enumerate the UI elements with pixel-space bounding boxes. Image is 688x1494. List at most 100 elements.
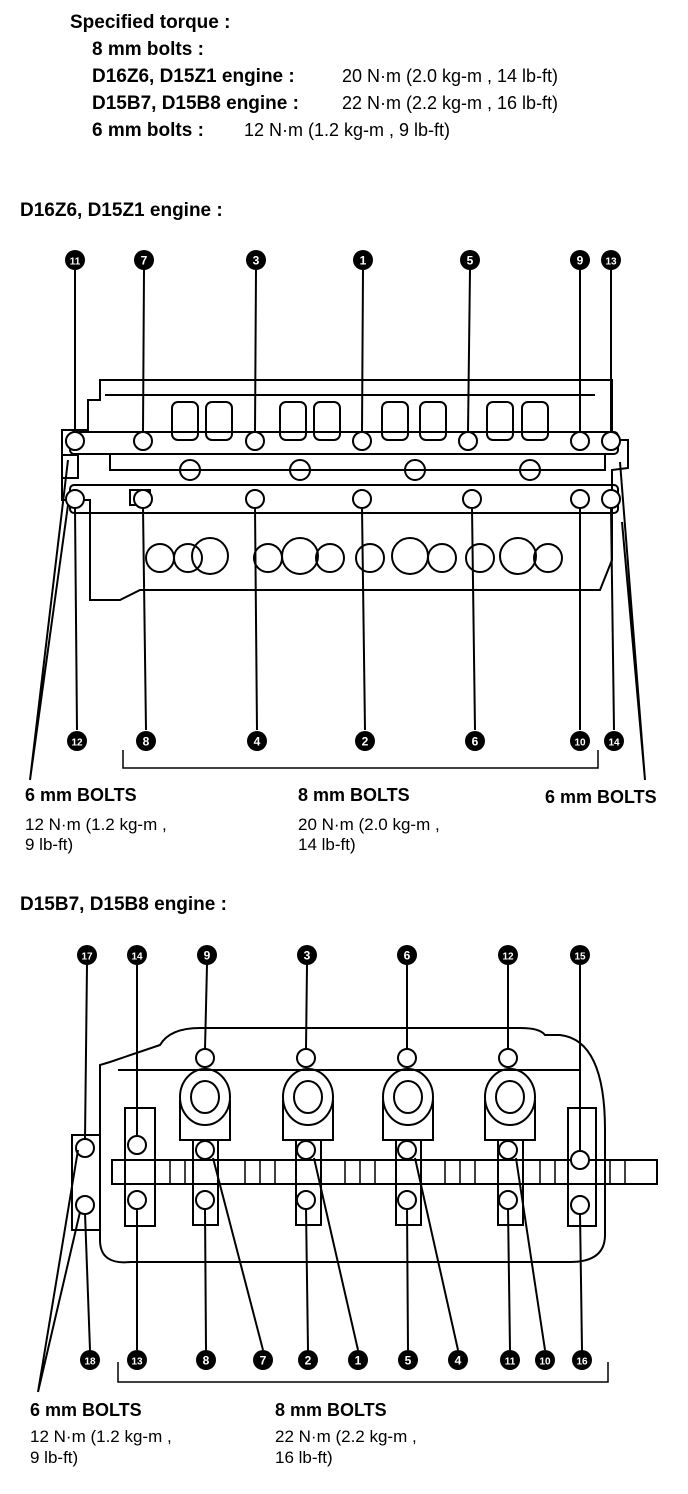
bolt-head bbox=[570, 1195, 590, 1215]
section1-bottom-bolts bbox=[65, 489, 621, 509]
bolt-head bbox=[570, 1150, 590, 1170]
section1-right-6mm-label: 6 mm BOLTS bbox=[545, 787, 657, 807]
svg-text:2: 2 bbox=[305, 1354, 312, 1368]
callout-bottom-10: 10 bbox=[570, 731, 590, 751]
svg-text:10: 10 bbox=[539, 1357, 551, 1368]
svg-text:5: 5 bbox=[405, 1354, 412, 1368]
callout-top-1: 1 bbox=[353, 250, 373, 270]
leader-line bbox=[515, 1157, 546, 1351]
camshaft-assembly-illustration bbox=[71, 1027, 658, 1264]
svg-text:9: 9 bbox=[204, 949, 211, 963]
spec-d15b-engine-label: D15B7, D15B8 engine : bbox=[92, 93, 299, 114]
callout-top-13: 13 bbox=[601, 250, 621, 270]
leader-line bbox=[467, 269, 471, 433]
svg-text:13: 13 bbox=[131, 1357, 143, 1368]
bolt-head bbox=[296, 1048, 316, 1068]
spec-heading: Specified torque : bbox=[70, 12, 231, 33]
section1-right-6mm-arrows bbox=[619, 461, 646, 781]
callout-top-9: 9 bbox=[570, 250, 590, 270]
callout-bottom-1: 1 bbox=[348, 1350, 368, 1370]
svg-text:3: 3 bbox=[253, 254, 260, 268]
callout-bottom-2: 2 bbox=[298, 1350, 318, 1370]
svg-text:7: 7 bbox=[260, 1354, 267, 1368]
bolt-head bbox=[397, 1048, 417, 1068]
section1-left-6mm-arrows bbox=[29, 459, 69, 781]
callout-bottom-13: 13 bbox=[127, 1350, 147, 1370]
leader-line bbox=[84, 1212, 91, 1351]
callout-bottom-6: 6 bbox=[465, 731, 485, 751]
leader-line bbox=[74, 507, 78, 731]
leader-line bbox=[610, 507, 615, 731]
svg-text:13: 13 bbox=[605, 257, 617, 268]
section2-leader-lines bbox=[84, 964, 583, 1351]
leader-line bbox=[471, 507, 476, 731]
bolt-head bbox=[195, 1048, 215, 1068]
callout-bottom-8: 8 bbox=[196, 1350, 216, 1370]
spec-8mm-heading: 8 mm bolts : bbox=[92, 39, 204, 60]
callout-top-11: 11 bbox=[65, 250, 85, 270]
leader-line bbox=[84, 964, 88, 1140]
callout-top-17: 17 bbox=[77, 945, 97, 965]
callout-bottom-12: 12 bbox=[67, 731, 87, 751]
callout-bottom-16: 16 bbox=[572, 1350, 592, 1370]
section1-8mm-label: 8 mm BOLTS bbox=[298, 785, 410, 805]
bolt-head bbox=[127, 1135, 147, 1155]
callout-top-5: 5 bbox=[460, 250, 480, 270]
svg-text:11: 11 bbox=[505, 1357, 516, 1368]
bolt-head bbox=[498, 1048, 518, 1068]
section1-8mm-bracket bbox=[122, 750, 599, 769]
callout-top-14: 14 bbox=[127, 945, 147, 965]
svg-text:8: 8 bbox=[143, 735, 150, 749]
svg-text:18: 18 bbox=[84, 1357, 96, 1368]
callout-bottom-4: 4 bbox=[448, 1350, 468, 1370]
section2-bolts bbox=[75, 1048, 590, 1215]
bolt-head bbox=[296, 1190, 316, 1210]
svg-text:4: 4 bbox=[455, 1354, 462, 1368]
callout-bottom-14: 14 bbox=[604, 731, 624, 751]
bolt-head bbox=[296, 1140, 316, 1160]
svg-text:4: 4 bbox=[254, 735, 261, 749]
callout-top-3: 3 bbox=[246, 250, 266, 270]
callout-bottom-2: 2 bbox=[355, 731, 375, 751]
callout-bottom-11: 11 bbox=[500, 1350, 520, 1370]
section2-8mm-bracket bbox=[117, 1362, 609, 1383]
svg-text:8: 8 bbox=[203, 1354, 210, 1368]
section2-8mm-value-1: 22 N·m (2.2 kg-m , bbox=[275, 1427, 417, 1446]
callout-top-15: 15 bbox=[570, 945, 590, 965]
svg-text:2: 2 bbox=[362, 735, 369, 749]
spec-d16-engine-label: D16Z6, D15Z1 engine : bbox=[92, 66, 295, 87]
bolt-head bbox=[397, 1140, 417, 1160]
section1-8mm-value-1: 20 N·m (2.0 kg-m , bbox=[298, 815, 440, 834]
svg-text:15: 15 bbox=[574, 952, 586, 963]
callout-bottom-5: 5 bbox=[398, 1350, 418, 1370]
section1-left-6mm-label: 6 mm BOLTS bbox=[25, 785, 137, 805]
section2-left-6mm-value-1: 12 N·m (1.2 kg-m , bbox=[30, 1427, 172, 1446]
spec-d15b-engine-value: 22 N·m (2.2 kg-m , 16 lb-ft) bbox=[342, 93, 559, 113]
section2-8mm-label: 8 mm BOLTS bbox=[275, 1400, 387, 1420]
leader-line bbox=[406, 1207, 409, 1351]
bolt-head bbox=[498, 1140, 518, 1160]
leader-line bbox=[305, 1207, 309, 1351]
bolt-head bbox=[195, 1190, 215, 1210]
callout-top-3: 3 bbox=[297, 945, 317, 965]
callout-bottom-7: 7 bbox=[253, 1350, 273, 1370]
section1-8mm-value-2: 14 lb-ft) bbox=[298, 835, 356, 854]
svg-text:14: 14 bbox=[131, 952, 143, 963]
svg-text:12: 12 bbox=[502, 952, 514, 963]
callout-bottom-18: 18 bbox=[80, 1350, 100, 1370]
bolt-head bbox=[127, 1190, 147, 1210]
leader-line bbox=[204, 964, 208, 1050]
svg-text:7: 7 bbox=[141, 254, 148, 268]
bolt-head bbox=[75, 1195, 95, 1215]
section1-leader-lines bbox=[74, 269, 615, 731]
section2-8mm-value-2: 16 lb-ft) bbox=[275, 1448, 333, 1467]
leader-line bbox=[507, 1207, 511, 1351]
leader-line bbox=[579, 1212, 583, 1351]
section2-left-6mm-value-2: 9 lb-ft) bbox=[30, 1448, 79, 1467]
leader-line bbox=[313, 1157, 359, 1351]
svg-text:1: 1 bbox=[360, 254, 367, 268]
section1-title: D16Z6, D15Z1 engine : bbox=[20, 200, 223, 221]
bolt-head bbox=[498, 1190, 518, 1210]
